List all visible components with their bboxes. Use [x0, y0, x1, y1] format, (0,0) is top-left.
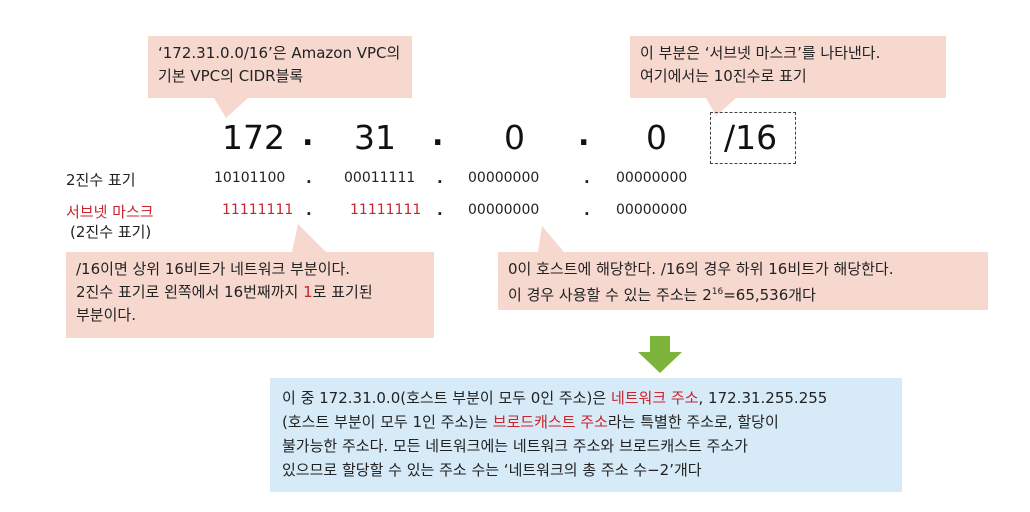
- callout-host-zero-line2-a: 이 경우 사용할 수 있는 주소는 2: [508, 286, 712, 304]
- down-arrow-icon: [636, 336, 684, 374]
- callout-host-zero-line2: 이 경우 사용할 수 있는 주소는 216=65,536개다: [508, 281, 978, 307]
- info-line1-b: , 172.31.255.255: [698, 389, 828, 407]
- callout-vpc-cidr-tail: [214, 98, 248, 118]
- binary-separator-1: .: [306, 169, 312, 187]
- mask-octet-3: 00000000: [468, 202, 540, 218]
- mask-row-sublabel: (2진수 표기): [70, 223, 152, 241]
- callout-subnet-mask-line1: 이 부분은 ‘서브넷 마스크’를 나타낸다.: [640, 44, 881, 62]
- octet-4: 0: [646, 118, 667, 157]
- callout-prefix16-line3: 부분이다.: [76, 306, 136, 324]
- callout-prefix16-line2-a: 2진수 표기로 왼쪽에서 16번째까지: [76, 283, 304, 301]
- binary-octet-4: 00000000: [616, 170, 688, 186]
- callout-host-zero-exponent: 16: [711, 287, 724, 297]
- binary-octet-2: 00011111: [344, 170, 416, 186]
- octet-separator-3: .: [578, 118, 590, 153]
- info-network-address-term: 네트워크 주소: [610, 389, 699, 407]
- callout-subnet-mask-line2: 여기에서는 10진수로 표기: [640, 67, 807, 85]
- callout-vpc-cidr-line2: 기본 VPC의 CIDR블록: [158, 67, 304, 85]
- info-line3: 불가능한 주소다. 모든 네트워크에는 네트워크 주소와 브로드캐스트 주소가: [282, 437, 748, 455]
- callout-prefix16-tail: [292, 224, 326, 252]
- prefix-box: [710, 112, 796, 164]
- callout-vpc-cidr-line1: ‘172.31.0.0/16’은 Amazon VPC의: [158, 44, 401, 62]
- binary-row-label: 2진수 표기: [66, 171, 136, 189]
- binary-separator-2: .: [437, 169, 443, 187]
- callout-vpc-cidr: ‘172.31.0.0/16’은 Amazon VPC의 기본 VPC의 CID…: [148, 36, 412, 98]
- callout-prefix16-line2-red: 1: [303, 283, 313, 301]
- mask-separator-1: .: [306, 201, 312, 219]
- info-line4: 있으므로 할당할 수 있는 주소 수는 ‘네트워크의 총 주소 수−2’개다: [282, 461, 702, 479]
- octet-separator-2: .: [432, 118, 444, 153]
- mask-separator-3: .: [584, 201, 590, 219]
- callout-host-zero-tail: [538, 226, 564, 252]
- octet-1: 172: [222, 118, 285, 157]
- mask-octet-2: 11111111: [350, 202, 422, 218]
- mask-row-label: 서브넷 마스크: [66, 203, 154, 221]
- binary-separator-3: .: [584, 169, 590, 187]
- callout-subnet-mask-tail: [706, 98, 736, 116]
- info-line2-b: 라는 특별한 주소로, 할당이: [607, 413, 779, 431]
- callout-host-zero-line2-b: =65,536개다: [723, 286, 816, 304]
- callout-host-zero-line1: 0이 호스트에 해당한다. /16의 경우 하위 16비트가 해당한다.: [508, 260, 894, 278]
- callout-subnet-mask-part: 이 부분은 ‘서브넷 마스크’를 나타낸다. 여기에서는 10진수로 표기: [630, 36, 946, 98]
- info-box: 이 중 172.31.0.0(호스트 부분이 모두 0인 주소)은 네트워크 주…: [270, 378, 902, 492]
- binary-octet-3: 00000000: [468, 170, 540, 186]
- octet-2: 31: [354, 118, 396, 157]
- callout-prefix16: /16이면 상위 16비트가 네트워크 부분이다. 2진수 표기로 왼쪽에서 1…: [66, 252, 434, 338]
- callout-prefix16-line2: 2진수 표기로 왼쪽에서 16번째까지 1로 표기된: [76, 281, 424, 304]
- octet-separator-1: .: [302, 118, 314, 153]
- mask-octet-4: 00000000: [616, 202, 688, 218]
- info-line1: 이 중 172.31.0.0(호스트 부분이 모두 0인 주소)은 네트워크 주…: [282, 386, 890, 410]
- octet-3: 0: [504, 118, 525, 157]
- mask-octet-1: 11111111: [222, 202, 294, 218]
- mask-separator-2: .: [437, 201, 443, 219]
- info-line2: (호스트 부분이 모두 1인 주소)는 브로드캐스트 주소라는 특별한 주소로,…: [282, 410, 890, 434]
- info-line2-a: (호스트 부분이 모두 1인 주소)는: [282, 413, 493, 431]
- info-line1-a: 이 중 172.31.0.0(호스트 부분이 모두 0인 주소)은: [282, 389, 611, 407]
- binary-octet-1: 10101100: [214, 170, 286, 186]
- callout-prefix16-line2-b: 로 표기된: [312, 283, 373, 301]
- callout-prefix16-line1: /16이면 상위 16비트가 네트워크 부분이다.: [76, 260, 351, 278]
- callout-host-zero: 0이 호스트에 해당한다. /16의 경우 하위 16비트가 해당한다. 이 경…: [498, 252, 988, 310]
- info-broadcast-address-term: 브로드캐스트 주소: [492, 413, 608, 431]
- prefix-length: /16: [724, 118, 778, 157]
